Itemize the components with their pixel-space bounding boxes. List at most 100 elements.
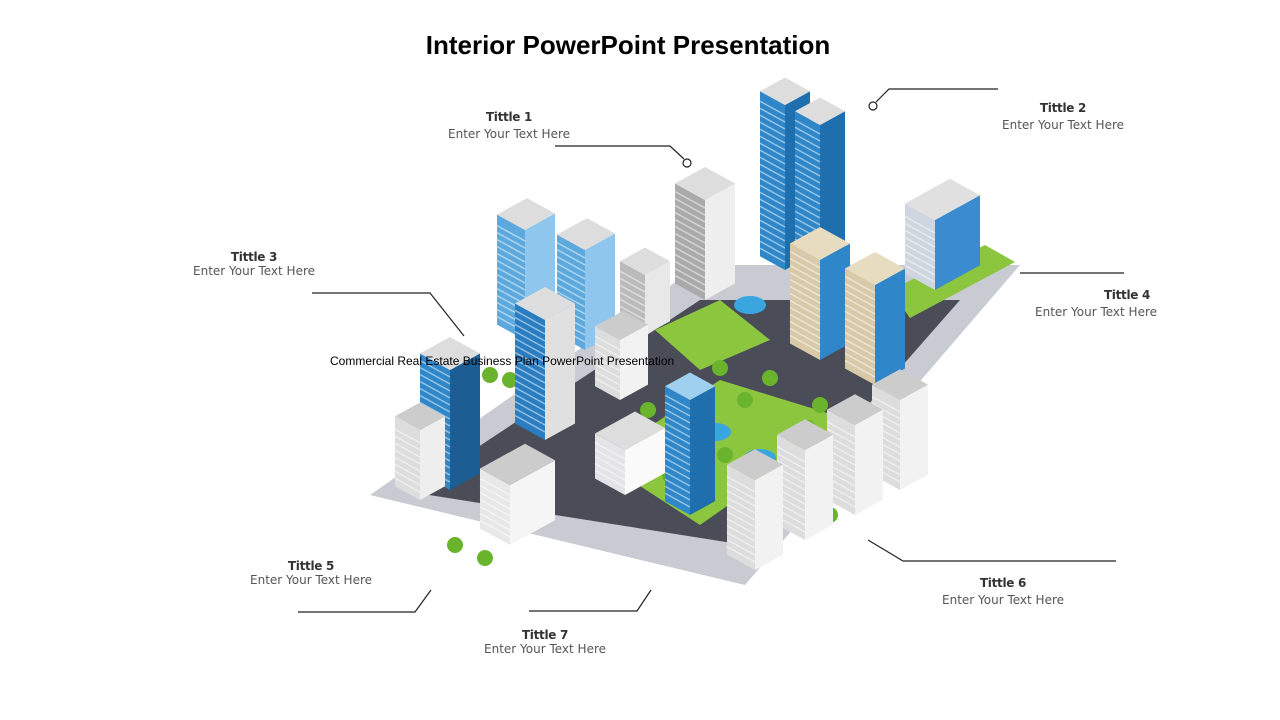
building-side xyxy=(420,416,445,500)
building xyxy=(674,167,735,300)
building-side xyxy=(510,460,555,545)
tree xyxy=(447,537,463,553)
building xyxy=(394,402,445,500)
park-grass xyxy=(655,300,770,370)
building xyxy=(904,178,980,290)
tree xyxy=(712,360,728,376)
building-roof xyxy=(727,449,783,480)
callout-6: Tittle 6 Enter Your Text Here xyxy=(893,576,1113,607)
connector-1 xyxy=(555,145,685,160)
callout-title: Tittle 4 xyxy=(1103,288,1151,302)
callout-text[interactable]: Enter Your Text Here xyxy=(250,573,372,587)
building-roof xyxy=(557,218,615,250)
tree xyxy=(477,550,493,566)
building-roof xyxy=(420,337,480,370)
tree xyxy=(640,402,656,418)
building-roof xyxy=(845,252,905,285)
tree xyxy=(762,370,778,386)
tree xyxy=(502,372,518,388)
building-roof xyxy=(620,247,670,275)
tree xyxy=(717,447,733,463)
callout-7: Tittle 7 Enter Your Text Here xyxy=(435,628,655,656)
callout-text[interactable]: Enter Your Text Here xyxy=(1002,118,1124,132)
building-side xyxy=(625,428,665,495)
callout-title: Tittle 5 xyxy=(287,559,335,573)
connector-lines xyxy=(298,88,1124,613)
building-side xyxy=(690,386,715,515)
callout-1: Tittle 1 Enter Your Text Here xyxy=(399,110,619,141)
building-side xyxy=(450,353,480,490)
building xyxy=(826,394,883,515)
building-side xyxy=(820,243,850,360)
connector-2-dot xyxy=(868,101,878,111)
building-roof xyxy=(395,402,445,430)
building xyxy=(789,227,850,360)
building xyxy=(594,411,665,495)
callout-5: Tittle 5 Enter Your Text Here xyxy=(201,559,421,587)
building-roof xyxy=(515,287,575,320)
building-roof xyxy=(760,77,810,105)
building-roof xyxy=(795,97,845,125)
building-side xyxy=(705,183,735,300)
callout-2: Tittle 2 Enter Your Text Here xyxy=(953,101,1173,132)
page-title: Interior PowerPoint Presentation xyxy=(425,30,831,60)
building-roof xyxy=(497,198,555,230)
connector-3 xyxy=(312,292,465,337)
building-side xyxy=(855,409,883,515)
city-buildings xyxy=(394,77,980,570)
building-side xyxy=(620,324,648,400)
building xyxy=(514,287,575,440)
callout-title: Tittle 3 xyxy=(230,250,278,264)
connector-1-dot xyxy=(682,158,692,168)
building xyxy=(844,252,905,385)
building-front xyxy=(760,91,785,270)
tree xyxy=(812,397,828,413)
pool xyxy=(734,296,766,314)
callout-title: Tittle 2 xyxy=(1039,101,1087,115)
building xyxy=(479,443,555,545)
building-roof xyxy=(595,411,665,450)
callout-title: Tittle 1 xyxy=(485,110,533,124)
building-roof xyxy=(827,394,883,425)
building-roof xyxy=(480,443,555,485)
callout-text[interactable]: Enter Your Text Here xyxy=(448,127,570,141)
building xyxy=(419,337,480,490)
building-side xyxy=(900,384,928,490)
callout-text[interactable]: Enter Your Text Here xyxy=(193,264,315,278)
building-roof xyxy=(595,310,648,340)
building-roof xyxy=(905,178,980,220)
building-side xyxy=(545,303,575,440)
callout-text[interactable]: Enter Your Text Here xyxy=(1035,305,1157,319)
building-side xyxy=(645,261,670,335)
building xyxy=(726,449,783,570)
building xyxy=(594,310,648,400)
building xyxy=(664,372,715,515)
tree xyxy=(737,392,753,408)
callout-text[interactable]: Enter Your Text Here xyxy=(484,642,606,656)
building-side xyxy=(935,195,980,290)
callout-title: Tittle 7 xyxy=(521,628,569,642)
building-roof xyxy=(872,369,928,400)
connector-5 xyxy=(298,589,432,613)
building-front xyxy=(395,416,420,500)
building xyxy=(776,419,833,540)
building-roof xyxy=(777,419,833,450)
building-roof xyxy=(675,167,735,200)
park-grass xyxy=(890,245,1015,318)
callout-text[interactable]: Enter Your Text Here xyxy=(942,593,1064,607)
building-side xyxy=(805,434,833,540)
tree xyxy=(482,367,498,383)
slide-caption: Commercial Real Estate Business Plan Pow… xyxy=(330,354,675,368)
building-side xyxy=(875,268,905,385)
connector-7 xyxy=(529,589,652,612)
building-front xyxy=(905,203,935,290)
connector-2 xyxy=(875,88,998,103)
callout-title: Tittle 6 xyxy=(979,576,1027,590)
callout-3: Tittle 3 Enter Your Text Here xyxy=(144,250,364,278)
building-roof xyxy=(790,227,850,260)
connector-6 xyxy=(867,539,1116,562)
callout-4: Tittle 4 Enter Your Text Here xyxy=(986,288,1206,319)
building xyxy=(619,247,670,335)
